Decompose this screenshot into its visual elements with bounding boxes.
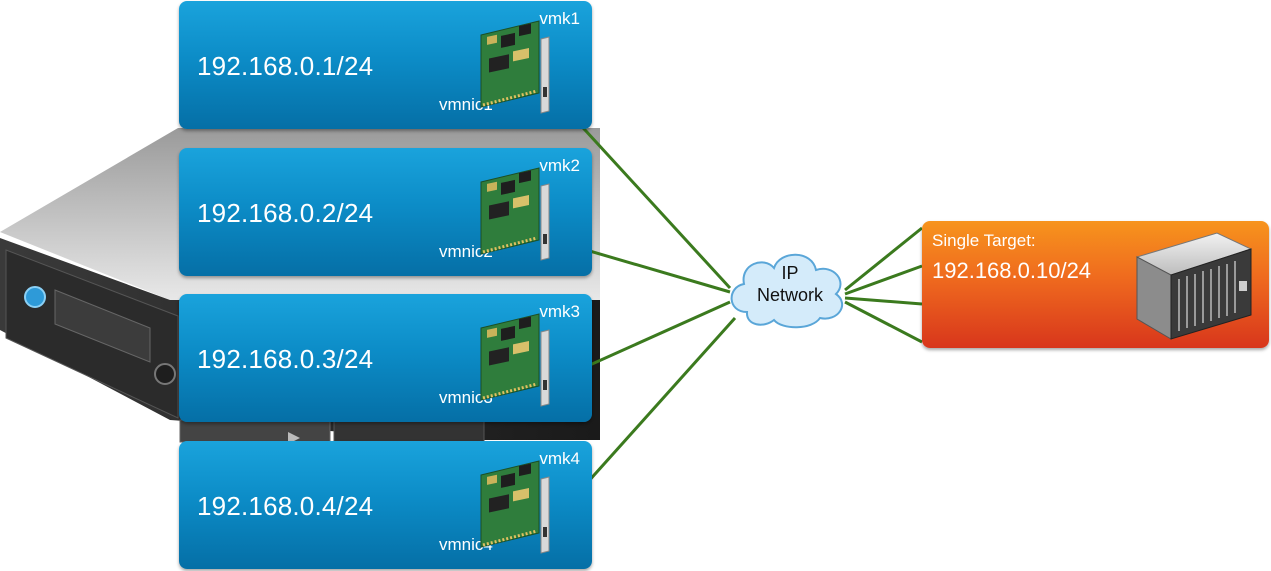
vmk-label: vmk4 bbox=[539, 449, 580, 468]
cloud-label-line2: Network bbox=[756, 285, 823, 305]
vmk-box-3: 192.168.0.3/24 vmk3 vmnic3 bbox=[179, 294, 592, 422]
ip-address: 192.168.0.1/24 bbox=[197, 51, 374, 81]
ip-address: 192.168.0.2/24 bbox=[197, 198, 374, 228]
nic-card-icon bbox=[477, 17, 561, 115]
cloud-label-line1: IP bbox=[781, 263, 799, 283]
link-target-4 bbox=[844, 300, 923, 344]
vmnic-label: vmnic2 bbox=[439, 242, 493, 261]
nic-card-icon bbox=[477, 310, 561, 408]
target-ip: 192.168.0.10/24 bbox=[932, 258, 1092, 283]
vmk-label: vmk1 bbox=[539, 9, 580, 28]
link-target-1 bbox=[844, 226, 923, 292]
vmk-label: vmk2 bbox=[539, 156, 580, 175]
ip-address: 192.168.0.4/24 bbox=[197, 491, 374, 521]
target-label: Single Target: bbox=[932, 231, 1036, 250]
ip-address: 192.168.0.3/24 bbox=[197, 344, 374, 374]
vmnic-label: vmnic1 bbox=[439, 95, 493, 114]
nic-card-icon bbox=[477, 164, 561, 262]
vmk-label: vmk3 bbox=[539, 302, 580, 321]
storage-array-icon bbox=[1135, 232, 1253, 340]
nic-card-icon bbox=[477, 457, 561, 555]
target-box: Single Target: 192.168.0.10/24 bbox=[922, 221, 1269, 348]
link-target-2 bbox=[844, 264, 923, 296]
vmnic-label: vmnic3 bbox=[439, 388, 493, 407]
vmnic-label: vmnic4 bbox=[439, 535, 493, 554]
ip-network-label: IP Network bbox=[732, 262, 848, 306]
vmk-box-4: 192.168.0.4/24 vmk4 vmnic4 bbox=[179, 441, 592, 569]
vmk-box-2: 192.168.0.2/24 vmk2 vmnic2 bbox=[179, 148, 592, 276]
link-target-3 bbox=[844, 296, 923, 306]
vmk-box-1: 192.168.0.1/24 vmk1 vmnic1 bbox=[179, 1, 592, 129]
